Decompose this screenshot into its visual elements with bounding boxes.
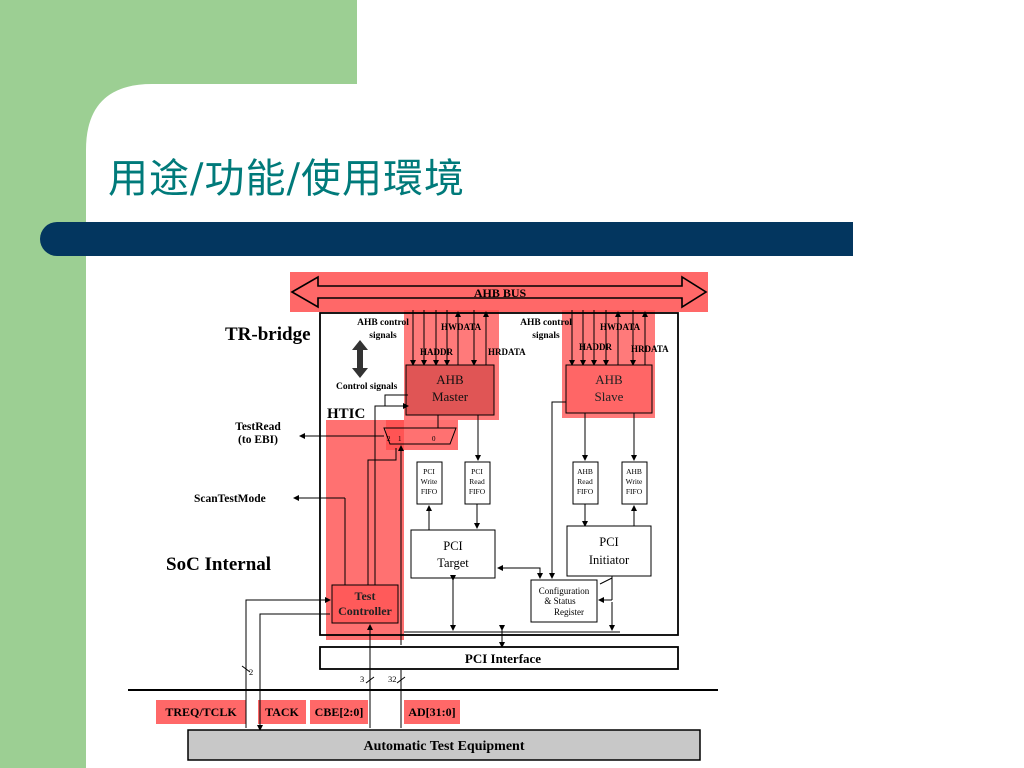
bus-width-32: 32: [388, 674, 397, 684]
mux-to-test-controller: [367, 448, 397, 588]
test-controller-label-1: Test: [355, 589, 376, 603]
mux-input-1: 1: [398, 435, 402, 443]
ahb-master-label-1: AHB: [436, 372, 464, 387]
testread-label-1: TestRead: [235, 421, 281, 433]
ahb-master-bus-lines: [410, 310, 489, 366]
slide-title: 用途/功能/使用環境: [108, 156, 465, 202]
hwdata-label-left: HWDATA: [441, 322, 482, 332]
tr-bridge-label: TR-bridge: [225, 324, 311, 345]
pci-interface-box: [319, 646, 679, 670]
highlight-treq: [156, 700, 246, 724]
pci-read-fifo-1: PCI: [471, 467, 483, 476]
pci-target-box: [410, 529, 496, 579]
config-status-register-box: [530, 579, 598, 623]
pci-write-fifo-2: Write: [421, 477, 438, 486]
mux-input-2: 2: [387, 435, 391, 443]
ahb-control-signals-left: signals: [369, 331, 397, 341]
pci-read-fifo-3: FIFO: [469, 487, 486, 496]
haddr-label-left: HADDR: [420, 347, 453, 357]
ahb-slave-bus-lines: [569, 310, 648, 366]
ad-label: AD[31:0]: [408, 705, 455, 719]
pci-interface-links: [404, 575, 620, 648]
ate-wires: [241, 597, 406, 731]
ahb-master-box: [405, 364, 495, 416]
treq-tclk-label: TREQ/TCLK: [165, 705, 237, 719]
left-band: [0, 0, 86, 768]
ate-box: [187, 729, 701, 761]
mux-shape: [383, 427, 457, 445]
highlight-cbe: [310, 700, 368, 724]
ahb-slave-label-2: Slave: [595, 389, 624, 404]
pci-write-fifo-1: PCI: [423, 467, 435, 476]
testread-label-2: (to EBI): [238, 434, 278, 446]
pci-interface-label: PCI Interface: [465, 651, 541, 666]
highlight-ad: [404, 700, 460, 724]
ahb-control-label-left: AHB control: [357, 318, 409, 328]
config-label-2: & Status: [544, 596, 576, 606]
highlight-tack: [258, 700, 306, 724]
fifo-wires: [426, 413, 637, 530]
ahb-read-fifo-2: Read: [577, 477, 593, 486]
ahb-control-signals-right: signals: [532, 331, 560, 341]
htic-label: HTIC: [327, 406, 365, 422]
ahb-read-fifo: [572, 461, 599, 505]
test-controller-label-2: Controller: [338, 604, 392, 618]
control-signals-label: Control signals: [336, 382, 398, 392]
soc-internal-label: SoC Internal: [166, 554, 271, 575]
pci-initiator-box: [566, 525, 652, 577]
ahb-bus-arrow: [290, 275, 708, 309]
pci-target-label-2: Target: [437, 556, 469, 570]
ahb-master-label-2: Master: [432, 389, 469, 404]
pci-read-fifo: [464, 461, 491, 505]
haddr-label-right: HADDR: [579, 342, 612, 352]
pci-write-fifo: [416, 461, 443, 505]
test-controller-box: [331, 584, 399, 624]
pci-target-label-1: PCI: [443, 539, 462, 553]
ahb-control-label-right: AHB control: [520, 318, 572, 328]
divider-bar: [40, 222, 853, 256]
ahb-write-fifo-2: Write: [626, 477, 643, 486]
pci-initiator-label-2: Initiator: [589, 553, 630, 567]
pci-initiator-label-1: PCI: [599, 535, 618, 549]
ahb-write-fifo-3: FIFO: [626, 487, 643, 496]
cbe-label: CBE[2:0]: [315, 705, 364, 719]
config-label-3: Register: [554, 607, 584, 617]
highlight-mux: [386, 420, 458, 450]
highlight-ahb-bus: [290, 272, 708, 312]
tack-label: TACK: [265, 705, 299, 719]
hrdata-label-right: HRDATA: [631, 344, 669, 354]
config-label-1: Configuration: [539, 586, 590, 596]
ahb-write-fifo-1: AHB: [626, 467, 642, 476]
mux-input-0: 0: [432, 435, 436, 443]
bus-width-3: 3: [360, 674, 364, 684]
hwdata-label-right: HWDATA: [600, 322, 641, 332]
ahb-slave-box: [565, 364, 653, 414]
ate-label: Automatic Test Equipment: [363, 739, 524, 754]
bus-width-2: 2: [249, 667, 253, 677]
left-band-curve: [86, 0, 357, 768]
pci-write-fifo-3: FIFO: [421, 487, 438, 496]
scantestmode-label: ScanTestMode: [194, 493, 266, 505]
ahb-read-fifo-3: FIFO: [577, 487, 594, 496]
ahb-write-fifo: [621, 461, 648, 505]
ahb-read-fifo-1: AHB: [577, 467, 593, 476]
ahb-slave-label-1: AHB: [595, 372, 623, 387]
ahb-bus-label: AHB BUS: [474, 286, 527, 300]
divider-bar-end: [820, 222, 853, 256]
hrdata-label-left: HRDATA: [488, 347, 526, 357]
pci-read-fifo-2: Read: [469, 477, 485, 486]
control-signals-arrow: [352, 340, 368, 378]
